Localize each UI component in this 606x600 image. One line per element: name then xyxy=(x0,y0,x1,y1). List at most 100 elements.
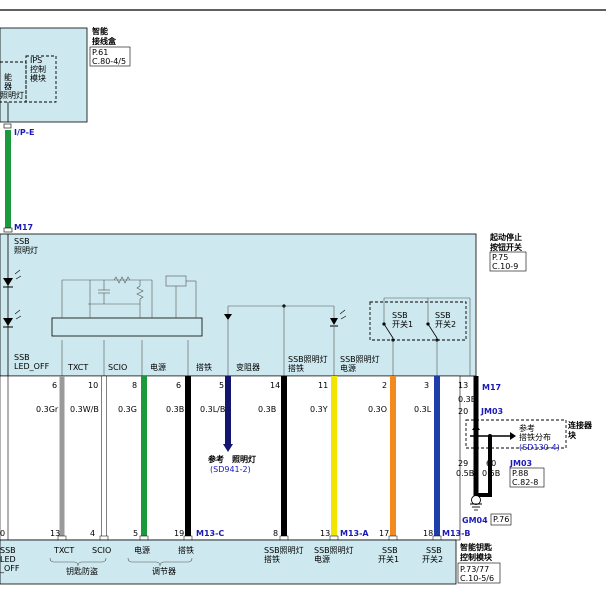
ref-lighting-1: 参考 xyxy=(207,454,224,464)
cut-label-3: 照明灯 xyxy=(0,90,24,100)
dimmer-arrow-icon xyxy=(224,314,232,320)
pin-top-1: 6 xyxy=(52,381,57,390)
pin-label-power: 电源 xyxy=(150,362,166,372)
pins-top: 6 10 8 6 5 14 11 2 3 13 xyxy=(52,381,468,390)
ssb-lamp-label-1: SSB xyxy=(14,237,30,246)
internal-network xyxy=(61,275,197,318)
smart-junction-ref-box xyxy=(89,46,131,67)
ssb-switch-2-icon[interactable] xyxy=(426,322,439,376)
bottom-ssbpwr-2: 电源 xyxy=(314,554,330,564)
wire-ssbgnd-black xyxy=(281,376,287,540)
wire-label-1: 0.3Gr xyxy=(36,405,59,414)
pin-bottom-3: 5 xyxy=(133,529,138,538)
pin-bottom-6: 13 xyxy=(320,529,330,538)
pin-label-ssbgnd-2: 搭铁 xyxy=(288,363,304,373)
bottom-dimmer: 调节器 xyxy=(152,567,176,576)
pin-bottom-5: 8 xyxy=(273,529,278,538)
conn-jm03-block: JM03 xyxy=(509,459,532,468)
lighting-ref-arrow-icon xyxy=(223,444,233,452)
bottom-txct: TXCT xyxy=(53,546,74,555)
smart-junction-ref-2: C.80-4/5 xyxy=(92,57,126,66)
ref-ground-1: 参考 xyxy=(519,423,535,433)
green-wire-top xyxy=(5,130,11,228)
pin-top-8: 2 xyxy=(382,381,387,390)
connector-pin xyxy=(279,535,289,541)
pin-bottom-4: 19 xyxy=(174,529,184,538)
smart-junction-label-2: 接线盒 xyxy=(92,36,117,46)
wire-dimmer-navy xyxy=(225,376,231,444)
conn-ipe: I/P-E xyxy=(14,128,34,137)
gm04-ref: P.76 xyxy=(493,515,509,524)
pin-label-txct: TXCT xyxy=(67,363,88,372)
pin-label-ground: 搭铁 xyxy=(196,362,212,372)
ssb-module-panel xyxy=(0,233,477,377)
ssb-led-label-1: SSB xyxy=(14,353,30,362)
smart-key-label-1: 智能钥匙 xyxy=(460,542,493,552)
wire-label-2: 0.3W/B xyxy=(70,405,99,414)
connector-pin xyxy=(183,535,193,541)
wire-label-5: 0.3L/B xyxy=(200,405,225,414)
pin-bottom-1: 13 xyxy=(50,529,60,538)
ssb-switch-1-icon[interactable] xyxy=(382,322,395,376)
bottom-power: 电源 xyxy=(134,545,150,555)
conn-m17-right: M17 xyxy=(482,383,501,392)
smart-key-ref-1: P.73/77 xyxy=(460,565,489,574)
joint-node-2 xyxy=(488,434,492,438)
junction-label-1: 连接器 xyxy=(568,420,593,430)
smart-junction-ref-1: P.61 xyxy=(92,48,108,57)
module-ref-1: P.75 xyxy=(492,253,508,262)
pin-20: 20 xyxy=(458,407,468,416)
module-label-2: 按钮开关 xyxy=(490,242,522,252)
sw1-label-1: SSB xyxy=(392,311,408,320)
bottom-ssbgnd-1: SSB照明灯 xyxy=(264,545,304,555)
pin-29: 29 xyxy=(458,459,468,468)
ssb-illumination-lamp-icon xyxy=(330,309,347,327)
sw2-label-2: 开关2 xyxy=(435,319,456,329)
smart-junction-box-panel xyxy=(0,27,88,123)
bottom-ssbgnd-2: 搭铁 xyxy=(264,554,280,564)
pin-top-3: 8 xyxy=(132,381,137,390)
ssb-led-label-2: LED_OFF xyxy=(14,362,50,371)
ips-dashed-box xyxy=(25,55,57,103)
conn-m13c: M13-C xyxy=(196,529,224,538)
pin-bottom-2: 4 xyxy=(90,529,95,538)
jm03-ref-1: P.88 xyxy=(512,469,528,478)
bottom-immobilizer: 钥匙防盗 xyxy=(66,566,98,576)
ipe-pin xyxy=(3,123,12,129)
pin-top-7: 11 xyxy=(318,381,328,390)
bottom-left-2: LED xyxy=(0,555,16,564)
pin-top-10: 13 xyxy=(458,381,468,390)
connector-pin xyxy=(388,535,398,541)
wire-ground-2-black xyxy=(488,436,492,496)
wire-sw1-orange xyxy=(390,376,396,540)
dimmer-brace xyxy=(127,557,193,567)
pin-60: 60 xyxy=(486,459,496,468)
ips-label-1: IPS xyxy=(30,56,42,65)
bottom-sw1-2: 开关1 xyxy=(378,554,399,564)
wire-ssbpwr-yellow xyxy=(331,376,337,540)
smart-key-label-2: 控制模块 xyxy=(460,552,493,562)
pin-bottom-8: 18 xyxy=(423,529,433,538)
smart-key-ref-box xyxy=(457,562,501,584)
wire-label-3: 0.3G xyxy=(118,405,137,414)
pin-label-ssbpwr-1: SSB照明灯 xyxy=(340,354,380,364)
wire-sw2-blue xyxy=(434,376,440,540)
bottom-sw2-2: 开关2 xyxy=(422,554,443,564)
wire-label-10: 0.3B xyxy=(458,395,476,404)
wire-ground-join xyxy=(476,493,492,497)
wire-power-green xyxy=(141,376,147,540)
ips-label-2: 控制 xyxy=(30,64,46,74)
pin-label-ssbpwr-2: 电源 xyxy=(340,363,356,373)
wiring-area xyxy=(0,375,492,541)
wire-label-7: 0.3Y xyxy=(310,405,328,414)
m17-pin-top xyxy=(3,227,13,233)
pin-label-scio: SCIO xyxy=(108,363,127,372)
pin-label-dimmer: 变阻器 xyxy=(236,362,260,372)
bottom-ground: 搭铁 xyxy=(178,545,194,555)
ground-gm04: GM04 xyxy=(462,516,488,525)
cut-dashed-box xyxy=(0,61,27,103)
wire-05b-b: 0.5B xyxy=(482,469,500,478)
pin-bottom-0: 0 xyxy=(0,529,5,538)
gm04-ref-box xyxy=(490,513,512,526)
